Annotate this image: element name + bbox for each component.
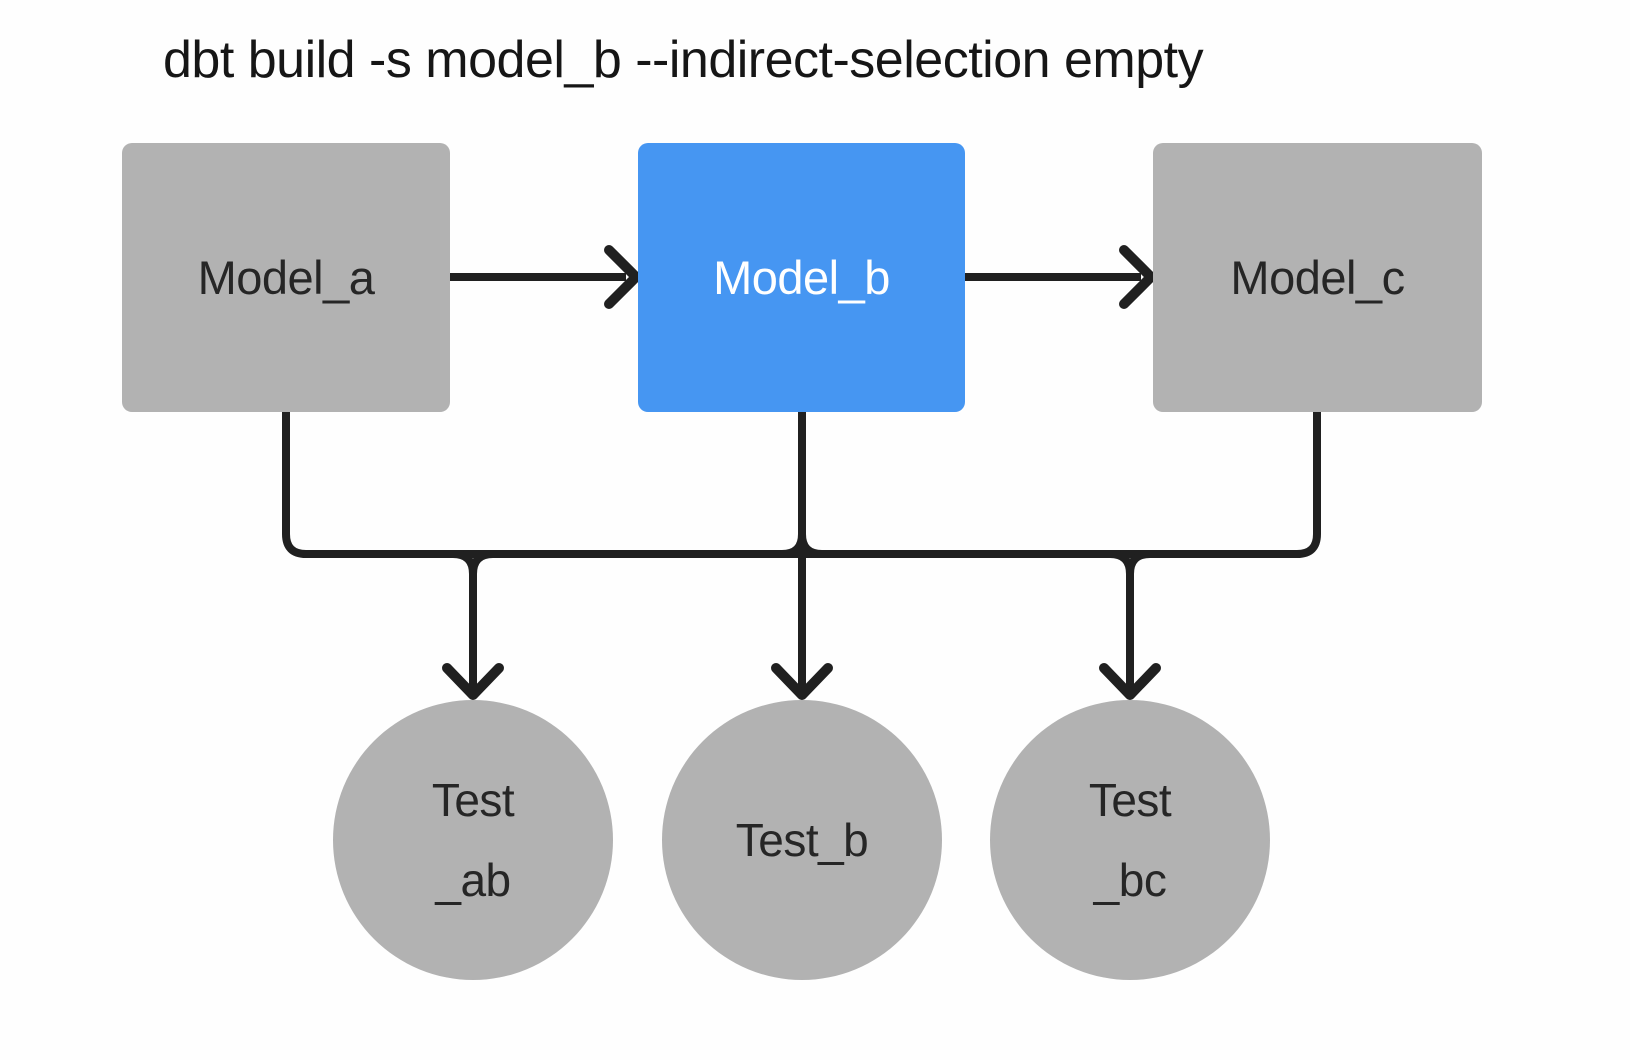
model-b-node: Model_b — [638, 143, 965, 412]
model-b-label: Model_b — [713, 251, 890, 304]
arrowhead-into-model-c-icon — [1119, 245, 1156, 309]
diagram-title: dbt build -s model_b --indirect-selectio… — [163, 31, 1204, 89]
test-ab-label-line1: Test — [431, 774, 515, 826]
test-ab-label-line2: _ab — [435, 854, 511, 906]
test-b-node: Test_b — [662, 700, 942, 980]
test-ab-node: Test _ab — [333, 700, 613, 980]
edge-model-a-drop — [282, 412, 307, 558]
arrowhead-into-test-bc-icon — [1099, 663, 1161, 700]
arrowhead-into-test-b-icon — [771, 663, 833, 700]
model-c-node: Model_c — [1153, 143, 1482, 412]
edge-branch-test-ab — [452, 550, 477, 688]
edge-branch-test-bc-fillet — [1126, 550, 1151, 575]
test-bc-label-line1: Test — [1088, 774, 1172, 826]
edge-branch-test-bc — [1109, 550, 1134, 688]
arrowhead-into-test-ab-icon — [442, 663, 504, 700]
edge-model-c-drop — [1296, 412, 1321, 558]
edge-model-b-fillet-right — [798, 533, 823, 558]
model-a-label: Model_a — [197, 251, 375, 304]
test-b-label-line1: Test_b — [735, 814, 869, 866]
test-bc-node: Test _bc — [990, 700, 1270, 980]
model-c-label: Model_c — [1230, 251, 1405, 304]
test-bc-label-line2: _bc — [1093, 854, 1167, 906]
model-a-node: Model_a — [122, 143, 450, 412]
arrowhead-into-model-b-icon — [604, 245, 641, 309]
edge-branch-test-ab-fillet — [469, 550, 494, 575]
